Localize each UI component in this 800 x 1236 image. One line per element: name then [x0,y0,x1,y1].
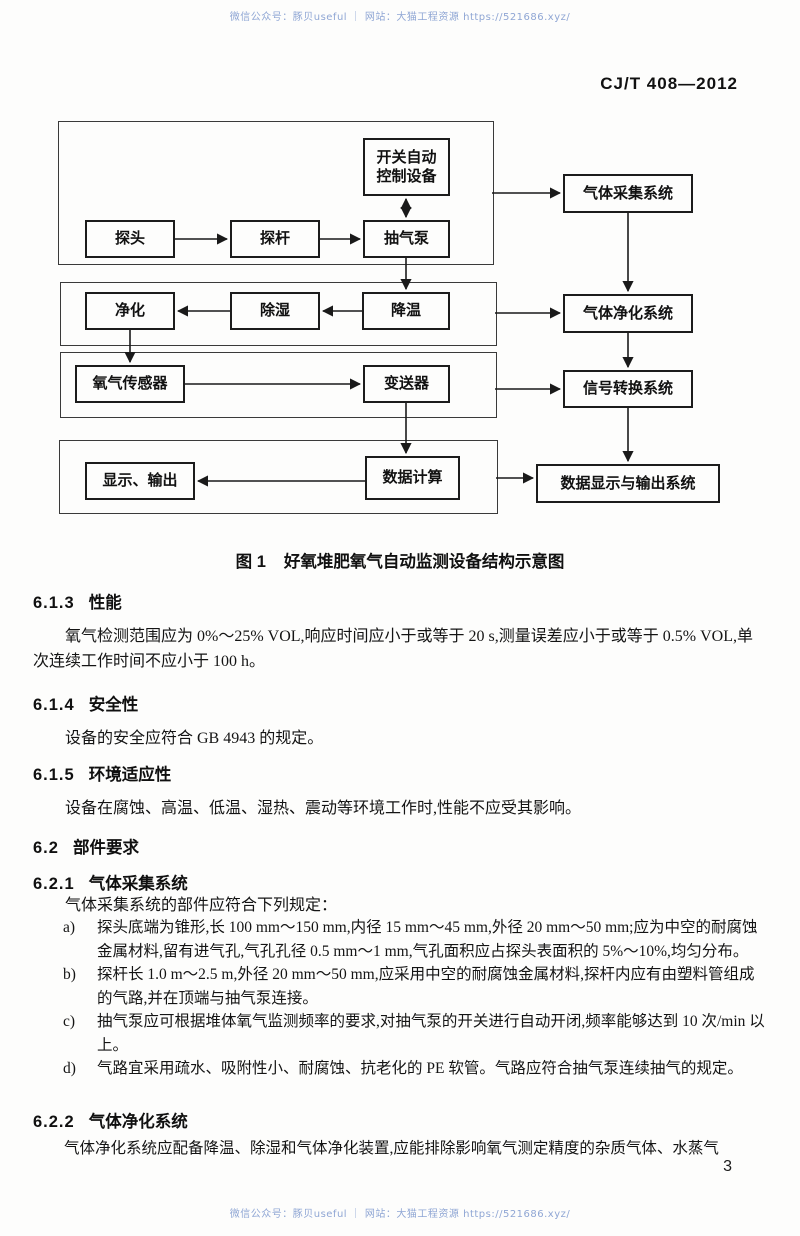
heading-number: 6.1.5 [33,766,75,784]
heading-number: 6.2.2 [33,1113,75,1131]
list-text: 探头底端为锥形,长 100 mm～150 mm,内径 15 mm～45 mm,外… [97,919,758,960]
standard-number: CJ/T 408—2012 [600,74,738,93]
paragraph-collection-intro: 气体采集系统的部件应符合下列规定： [65,897,338,914]
node-auto-switch-control: 开关自动 控制设备 [363,138,450,196]
watermark-bottom: 微信公众号：豚贝useful ｜ 网站：大猫工程资源 https://52168… [229,1209,571,1220]
group-data-display [59,440,498,514]
node-cooling: 降温 [362,292,450,330]
heading-title: 气体净化系统 [88,1113,188,1131]
node-display-output: 显示、输出 [85,462,195,500]
node-purify: 净化 [85,292,175,330]
list-text: 抽气泵应可根据堆体氧气监测频率的要求,对抽气泵的开关进行自动开闭,频率能够达到 … [97,1013,765,1054]
node-signal-conversion-system: 信号转换系统 [563,370,693,408]
paragraph-safety: 设备的安全应符合 GB 4943 的规定。 [65,730,324,747]
heading-6-1-5: 6.1.5 环境适应性 [33,761,171,785]
heading-number: 6.2.1 [33,875,75,893]
node-oxygen-sensor: 氧气传感器 [75,365,185,403]
heading-6-2-2: 6.2.2 气体净化系统 [33,1108,188,1132]
figure-caption: 图 1 好氧堆肥氧气自动监测设备结构示意图 [0,548,800,572]
heading-6-1-4: 6.1.4 安全性 [33,691,138,715]
paragraph-environment: 设备在腐蚀、高温、低温、湿热、震动等环境工作时,性能不应受其影响。 [65,800,582,817]
page-number: 3 [723,1158,732,1175]
node-dehumidify: 除湿 [230,292,320,330]
paragraph-purification: 气体净化系统应配备降温、除湿和气体净化装置,应能排除影响氧气测定精度的杂质气体、… [64,1140,719,1157]
heading-number: 6.1.4 [33,696,75,714]
heading-title: 环境适应性 [88,766,172,784]
list-item-b: b) 探杆长 1.0 m～2.5 m,外径 20 mm～50 mm,应采用中空的… [63,963,767,1010]
group-gas-purification [60,282,497,346]
list-item-c: c) 抽气泵应可根据堆体氧气监测频率的要求,对抽气泵的开关进行自动开闭,频率能够… [63,1010,767,1057]
heading-title: 性能 [88,594,122,612]
node-data-display-output-system: 数据显示与输出系统 [536,464,720,503]
list-item-d: d) 气路宜采用疏水、吸附性小、耐腐蚀、抗老化的 PE 软管。气路应符合抽气泵连… [63,1057,767,1081]
node-gas-purification-system: 气体净化系统 [563,294,693,333]
node-data-calculation: 数据计算 [365,456,460,500]
list-text: 气路宜采用疏水、吸附性小、耐腐蚀、抗老化的 PE 软管。气路应符合抽气泵连续抽气… [97,1060,743,1077]
list-marker: b) [63,966,76,983]
figure-caption-number: 图 1 [235,553,266,571]
watermark-top: 微信公众号：豚贝useful ｜ 网站：大猫工程资源 https://52168… [229,12,571,23]
figure-caption-title: 好氧堆肥氧气自动监测设备结构示意图 [283,553,565,571]
heading-title: 气体采集系统 [88,875,188,893]
list-item-a: a) 探头底端为锥形,长 100 mm～150 mm,内径 15 mm～45 m… [63,916,767,963]
node-suction-pump: 抽气泵 [363,220,450,258]
heading-6-2-1: 6.2.1 气体采集系统 [33,870,188,894]
heading-6-2: 6.2 部件要求 [33,834,139,858]
list-marker: c) [63,1013,76,1030]
heading-title: 部件要求 [72,839,139,857]
node-gas-collection-system: 气体采集系统 [563,174,693,213]
node-transmitter: 变送器 [363,365,450,403]
list-marker: d) [63,1060,76,1077]
paragraph-performance: 氧气检测范围应为 0%～25% VOL,响应时间应小于或等于 20 s,测量误差… [33,628,753,670]
heading-6-1-3: 6.1.3 性能 [33,589,122,613]
heading-number: 6.1.3 [33,594,75,612]
heading-title: 安全性 [88,696,139,714]
list-marker: a) [63,919,76,936]
node-probe-rod: 探杆 [230,220,320,258]
group-signal-conversion [60,352,497,418]
node-probe: 探头 [85,220,175,258]
heading-number: 6.2 [33,839,59,857]
requirements-list: a) 探头底端为锥形,长 100 mm～150 mm,内径 15 mm～45 m… [63,916,767,1081]
list-text: 探杆长 1.0 m～2.5 m,外径 20 mm～50 mm,应采用中空的耐腐蚀… [97,966,755,1007]
